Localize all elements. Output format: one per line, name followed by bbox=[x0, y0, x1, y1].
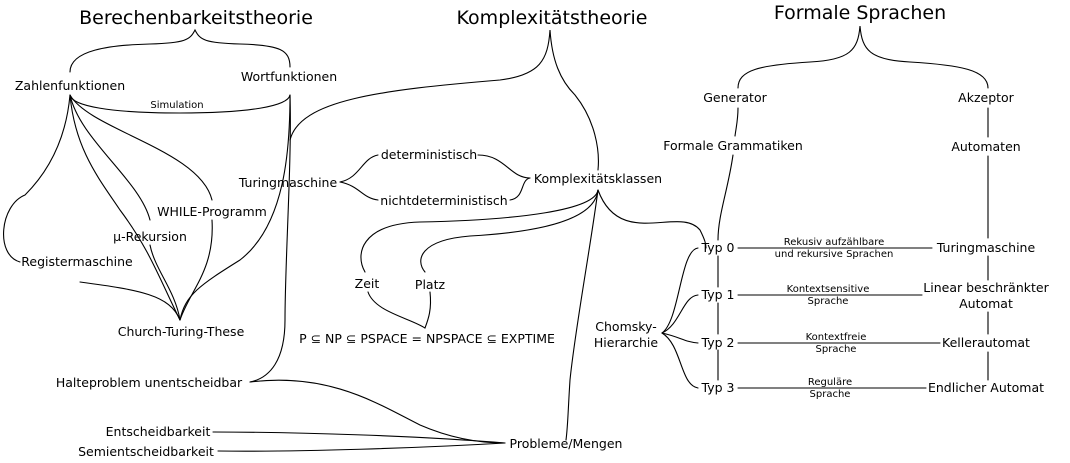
node-automata: Automaten bbox=[951, 139, 1020, 154]
link-zeit-chain bbox=[367, 291, 426, 329]
link-det-classes bbox=[477, 154, 531, 179]
link-chomsky-typ2 bbox=[661, 332, 699, 344]
link-chomsky-typ0 bbox=[661, 247, 699, 334]
link-zahlen-register bbox=[3, 94, 71, 263]
link-entscheid-probleme bbox=[212, 431, 506, 444]
node-type-3: Typ 3 bbox=[701, 380, 735, 395]
node-problems-sets: Probleme/Mengen bbox=[510, 436, 623, 451]
heading-computability: Berechenbarkeitstheorie bbox=[79, 7, 313, 29]
link-tm-chomsky bbox=[597, 189, 707, 249]
node-time: Zeit bbox=[355, 276, 380, 291]
link-platz-chain bbox=[424, 291, 432, 329]
node-type-1: Typ 1 bbox=[701, 287, 735, 302]
link-register-church bbox=[79, 281, 181, 321]
type-2-language-line2: Sprache bbox=[816, 344, 857, 355]
link-zahlen-while bbox=[69, 94, 213, 201]
type-1-language-line2: Sprache bbox=[808, 296, 849, 307]
node-decidability: Entscheidbarkeit bbox=[106, 424, 211, 439]
link-tm-det bbox=[339, 154, 379, 183]
node-nondeterministic: nichtdeterministisch bbox=[380, 193, 507, 208]
link-tm-nondet bbox=[339, 181, 379, 201]
link-zahlen-mu bbox=[69, 94, 151, 221]
type-0-machine-line1: Turingmaschine bbox=[936, 240, 1036, 255]
complexity-connectors bbox=[212, 29, 599, 452]
link-chomsky-typ1 bbox=[661, 294, 699, 334]
link-classes-probleme bbox=[565, 189, 599, 441]
link-wort-church bbox=[179, 94, 291, 321]
simulation-brace bbox=[69, 94, 291, 114]
node-generator: Generator bbox=[703, 90, 767, 105]
node-formal-grammars: Formale Grammatiken bbox=[663, 138, 803, 153]
type-2-language-line1: Kontextfreie bbox=[806, 332, 867, 343]
heading-complexity: Komplexitätstheorie bbox=[457, 7, 648, 29]
brace-computability bbox=[69, 28, 291, 73]
node-semidecidability: Semientscheidbarkeit bbox=[78, 444, 214, 459]
heading-languages: Formale Sprachen bbox=[774, 2, 946, 24]
type-0-language-line1: Rekusiv aufzählbare bbox=[784, 237, 885, 248]
node-word-functions: Wortfunktionen bbox=[241, 69, 337, 84]
type-3-machine-line1: Endlicher Automat bbox=[928, 380, 1044, 395]
link-semi-probleme bbox=[217, 442, 506, 452]
link-classes-platz bbox=[420, 189, 599, 273]
link-classes-zeit bbox=[360, 189, 599, 273]
link-wort-halte bbox=[249, 94, 291, 383]
link-generator-grammars bbox=[734, 107, 739, 137]
type-3-language-line2: Sprache bbox=[810, 389, 851, 400]
node-while-program: WHILE-Programm bbox=[157, 204, 267, 219]
link-while-church bbox=[179, 219, 213, 321]
type-3-language-line1: Reguläre bbox=[808, 377, 852, 388]
node-church-turing: Church-Turing-These bbox=[118, 324, 245, 339]
node-mu-recursion: μ-Rekursion bbox=[113, 229, 187, 244]
node-turing-machine: Turingmaschine bbox=[238, 175, 338, 190]
type-1-machine-line1: Linear beschränkter bbox=[923, 280, 1049, 295]
node-halting-problem: Halteproblem unentscheidbar bbox=[56, 375, 243, 390]
node-simulation: Simulation bbox=[150, 100, 203, 111]
link-mu-church bbox=[149, 244, 181, 321]
link-chomsky-typ3 bbox=[661, 332, 699, 389]
node-acceptor: Akzeptor bbox=[958, 90, 1015, 105]
link-zahlen-church bbox=[69, 94, 181, 321]
link-grammars-typ0 bbox=[717, 154, 734, 241]
node-chomsky-line1: Chomsky- bbox=[595, 319, 656, 334]
link-halte-probleme bbox=[249, 379, 506, 444]
type-1-language-line1: Kontextsensitive bbox=[787, 284, 870, 295]
node-chomsky-line2: Hierarchie bbox=[594, 335, 658, 350]
type-0-language-line2: und rekursive Sprachen bbox=[775, 249, 894, 260]
languages-connectors bbox=[597, 25, 989, 389]
node-class-chain: P ⊆ NP ⊆ PSPACE = NPSPACE ⊆ EXPTIME bbox=[299, 331, 555, 346]
brace-complexity bbox=[289, 29, 599, 171]
node-space: Platz bbox=[415, 277, 446, 292]
node-type-2: Typ 2 bbox=[701, 335, 735, 350]
node-type-0: Typ 0 bbox=[701, 240, 735, 255]
node-deterministic: deterministisch bbox=[381, 147, 477, 162]
brace-languages bbox=[737, 25, 989, 89]
node-number-functions: Zahlenfunktionen bbox=[15, 78, 125, 93]
type-1-machine-line2: Automat bbox=[959, 296, 1013, 311]
node-register-machine: Registermaschine bbox=[21, 254, 133, 269]
type-2-machine-line1: Kellerautomat bbox=[942, 335, 1030, 350]
node-complexity-classes: Komplexitätsklassen bbox=[534, 171, 662, 186]
computability-connectors bbox=[3, 28, 291, 383]
link-nondet-classes bbox=[509, 177, 531, 201]
